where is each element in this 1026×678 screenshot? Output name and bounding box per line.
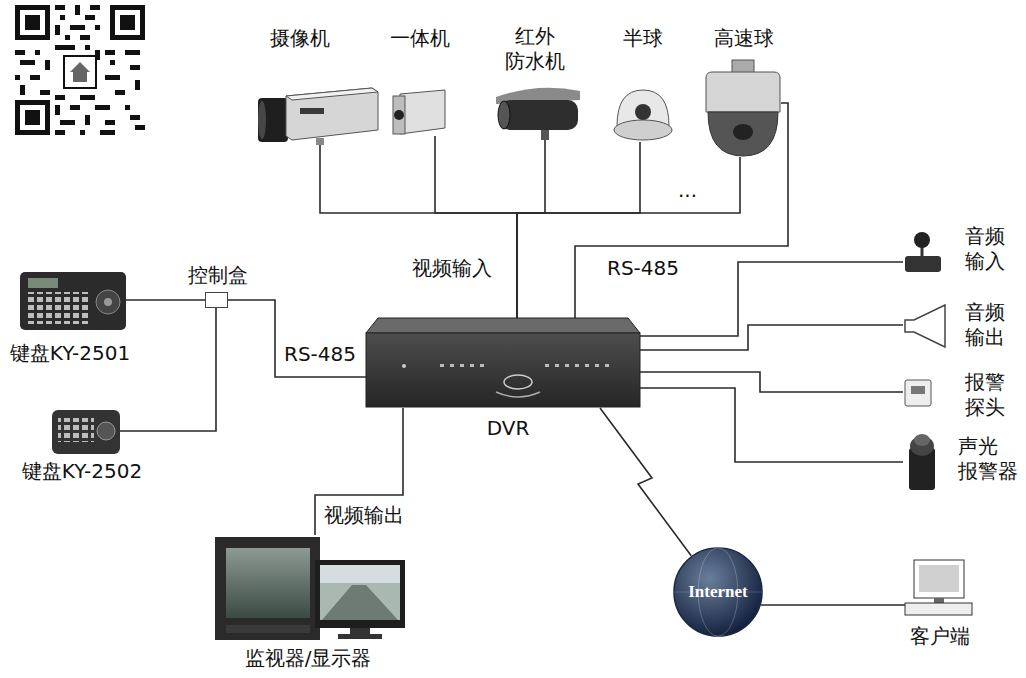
ellipsis-mark: ... [676,178,699,203]
integrated-camera [393,90,445,134]
speed-dome [706,60,780,156]
camera-node: 摄像机 [258,88,378,145]
client-node: 客户端 [905,558,972,618]
camera-node: 红外 防水机 [490,88,580,140]
keyboard-node: 键盘KY-2502 [52,410,120,454]
microphone-icon [905,232,941,272]
dvr-node: DVR [366,318,640,408]
node-label: 音频 输入 [965,224,1011,274]
siren-icon [909,434,935,490]
node-label: 控制盒 [188,263,248,288]
signal-wire [517,142,640,318]
qr-code [15,5,145,135]
audio-input-node: 音频 输入 [903,230,945,274]
signal-wire [575,103,788,318]
node-label: 监视器/显示器 [245,646,372,670]
ir-waterproof-camera [496,88,580,140]
speaker-icon [905,305,945,347]
control-box: 控制盒 [205,292,228,308]
node-label: 红外 防水机 [504,24,566,74]
keyboard-icon [20,272,126,330]
keyboard-icon [52,410,120,454]
monitor-icon [215,537,405,640]
signal-label: RS-485 [605,256,681,281]
signal-wire [320,145,517,318]
dvr-unit [366,318,640,407]
signal-wire [640,325,903,350]
node-label: 音频 输出 [965,300,1011,350]
signal-wire [517,157,740,318]
signal-wire [640,372,903,392]
signal-wire [761,604,905,606]
node-label: 一体机 [390,26,450,51]
node-label: 半球 [623,26,663,51]
signal-wire [435,136,517,318]
signal-wire [517,140,545,318]
node-label: 报警 探头 [965,370,1011,420]
node-label: 高速球 [714,26,774,51]
node-label: DVR [487,416,530,441]
signal-label: 视频输出 [322,503,406,528]
signal-label: 视频输入 [410,256,494,281]
siren-node: 声光 报警器 [903,430,938,492]
node-label: 键盘KY-2502 [22,459,142,484]
camera-node: 一体机 [393,90,445,136]
box-camera [258,88,378,145]
camera-node: 半球 [612,88,674,142]
signal-label: RS-485 [282,342,358,367]
node-label: 客户端 [910,624,970,649]
signal-wire [600,408,691,556]
signal-wire [228,300,366,377]
signal-wire [126,299,205,301]
alarm-detector-icon [905,380,931,406]
monitor-node: 监视器/显示器 [215,535,405,642]
camera-node: 高速球 [703,60,781,157]
internet-globe: Internet [673,547,763,637]
signal-wire [640,388,903,462]
dome-camera [614,90,672,140]
node-label: 键盘KY-2501 [10,341,130,366]
keyboard-node: 键盘KY-2501 [20,272,126,330]
audio-output-node: 音频 输出 [903,303,949,349]
node-label: 声光 报警器 [958,434,1020,484]
signal-wire [120,308,216,431]
alarm-detector-node: 报警 探头 [903,376,933,408]
node-label: Internet [688,581,747,602]
computer-icon [905,560,972,615]
node-label: 摄像机 [270,26,330,51]
